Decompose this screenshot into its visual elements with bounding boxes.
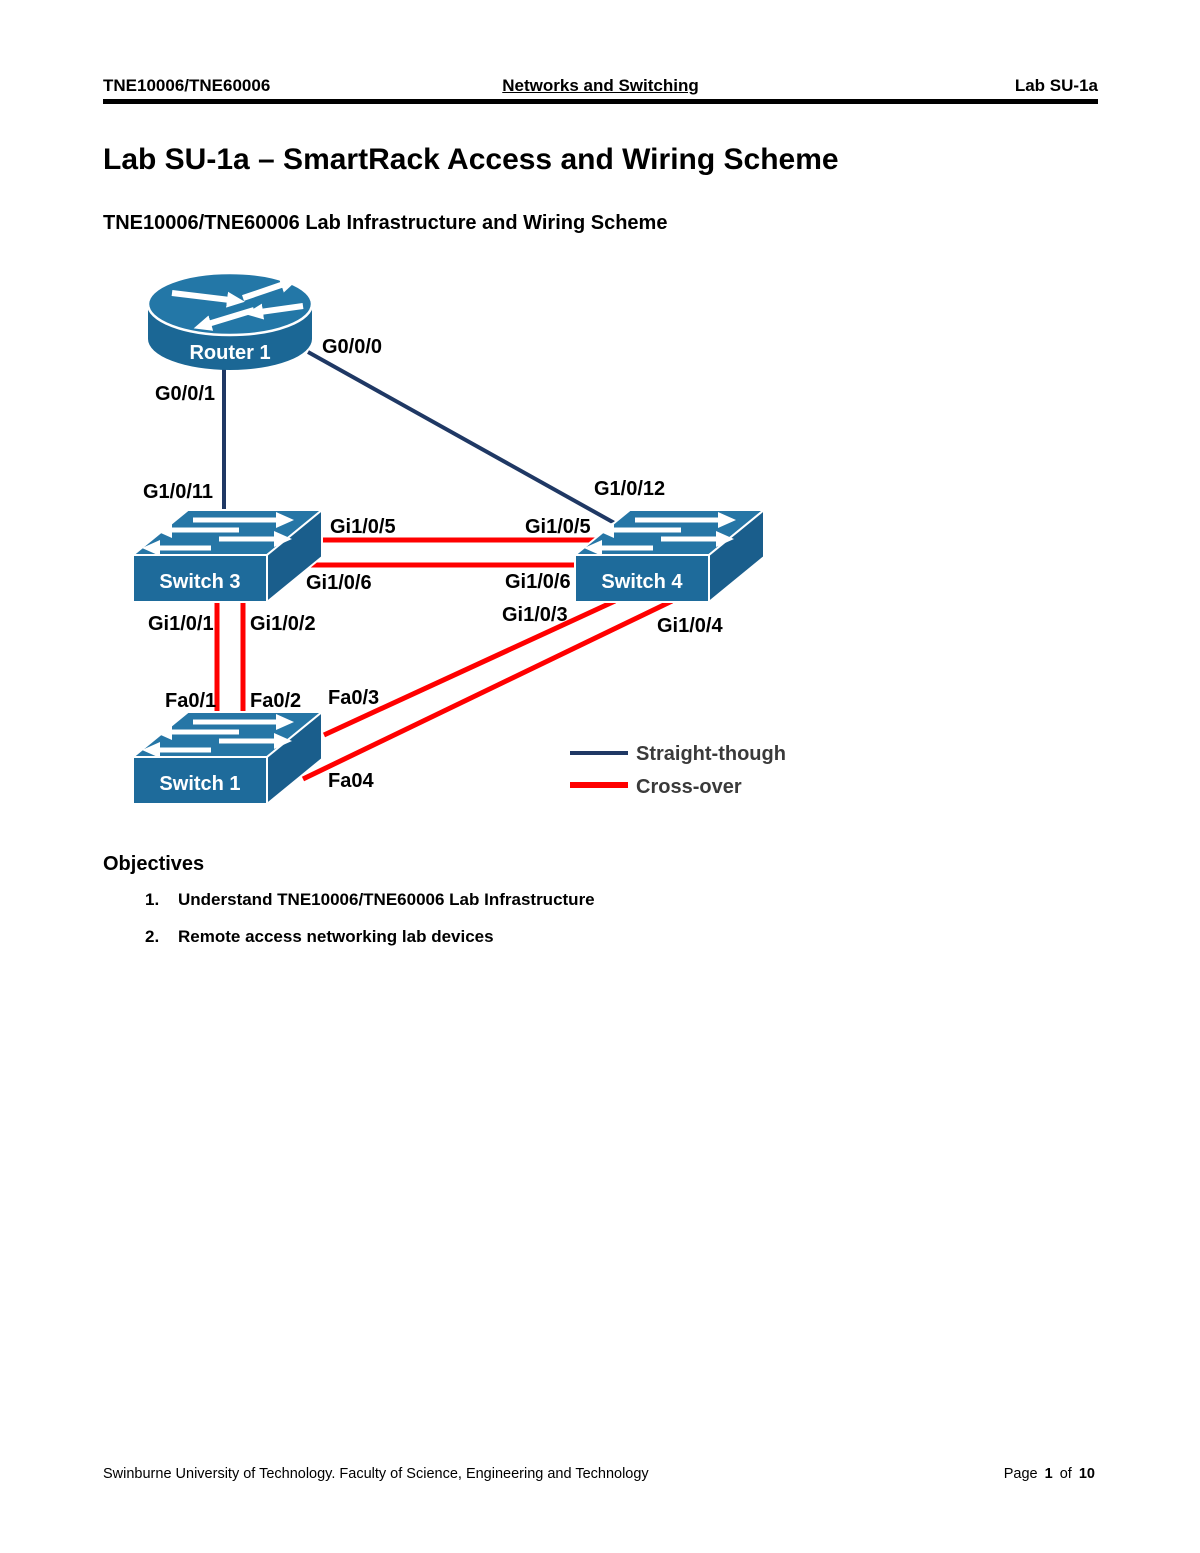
switch1-label: Switch 1 xyxy=(159,773,240,795)
link-switch1-switch4-fa04 xyxy=(301,598,674,782)
page-header: TNE10006/TNE60006 Networks and Switching… xyxy=(103,76,1098,96)
port-label-gi105-left: Gi1/0/5 xyxy=(330,516,396,538)
header-lab-id: Lab SU-1a xyxy=(1014,76,1098,95)
port-label-g1012: G1/0/12 xyxy=(594,478,665,500)
page-subtitle: TNE10006/TNE60006 Lab Infrastructure and… xyxy=(103,212,668,234)
objective-number: 1. xyxy=(145,890,160,909)
switch3-label: Switch 3 xyxy=(159,571,240,593)
objective-item-2: 2. Remote access networking lab devices xyxy=(103,927,1098,947)
footer-page-indicator: Page 1 of 10 xyxy=(1004,1466,1098,1482)
switch3-icon: Switch 3 xyxy=(133,510,322,602)
page-footer: Swinburne University of Technology. Facu… xyxy=(103,1466,1098,1482)
port-label-fa01: Fa0/1 xyxy=(165,690,216,712)
link-switch1-switch4-fa03 xyxy=(322,598,617,738)
objective-text: Understand TNE10006/TNE60006 Lab Infrast… xyxy=(178,890,595,909)
link-router1-switch4 xyxy=(307,350,619,527)
port-label-fa02: Fa0/2 xyxy=(250,690,301,712)
port-label-g000: G0/0/0 xyxy=(322,336,382,358)
port-label-gi103: Gi1/0/3 xyxy=(502,604,568,626)
legend-cross-over-label: Cross-over xyxy=(636,776,742,798)
straight-through-links xyxy=(222,350,619,527)
switch4-icon: Switch 4 xyxy=(575,510,764,602)
port-label-fa04: Fa04 xyxy=(328,770,374,792)
network-diagram: Router 1 Switch 3 Switch 4 Switch 1 G0/0… xyxy=(0,255,1200,855)
objective-number: 2. xyxy=(145,927,160,946)
diagram-legend: Straight-though Cross-over xyxy=(570,743,786,798)
footer-page-label: Page xyxy=(1003,1466,1038,1482)
switch1-icon: Switch 1 xyxy=(133,712,322,804)
footer-page-total: 10 xyxy=(1078,1466,1095,1482)
port-label-g001: G0/0/1 xyxy=(155,383,215,405)
footer-page-number: 1 xyxy=(1044,1466,1053,1482)
objective-text: Remote access networking lab devices xyxy=(178,927,494,946)
objectives-section: Objectives 1. Understand TNE10006/TNE600… xyxy=(103,853,1098,964)
port-label-gi106-right: Gi1/0/6 xyxy=(505,571,571,593)
port-label-gi106-left: Gi1/0/6 xyxy=(306,572,372,594)
footer-institution: Swinburne University of Technology. Facu… xyxy=(103,1466,649,1482)
port-label-gi105-right: Gi1/0/5 xyxy=(525,516,591,538)
router1-label: Router 1 xyxy=(189,342,270,364)
port-label-gi102: Gi1/0/2 xyxy=(250,613,316,635)
page-title: Lab SU-1a – SmartRack Access and Wiring … xyxy=(103,143,839,176)
port-label-gi104: Gi1/0/4 xyxy=(657,615,723,637)
switch4-label: Switch 4 xyxy=(601,571,683,593)
footer-of-label: of xyxy=(1059,1466,1072,1482)
port-label-gi101: Gi1/0/1 xyxy=(148,613,214,635)
network-diagram-svg: Router 1 Switch 3 Switch 4 Switch 1 G0/0… xyxy=(0,271,786,855)
legend-straight-through-label: Straight-though xyxy=(636,743,786,765)
port-label-g1011: G1/0/11 xyxy=(143,481,213,503)
header-course-code: TNE10006/TNE60006 xyxy=(103,76,271,95)
port-label-fa03: Fa0/3 xyxy=(328,687,379,709)
header-unit-name: Networks and Switching xyxy=(502,76,699,95)
router1-icon: Router 1 xyxy=(146,271,314,370)
objectives-heading: Objectives xyxy=(103,853,205,875)
port-labels: G0/0/0 G0/0/1 G1/0/11 G1/0/12 Gi1/0/5 Gi… xyxy=(143,336,723,792)
objective-item-1: 1. Understand TNE10006/TNE60006 Lab Infr… xyxy=(103,890,1098,910)
cross-over-links xyxy=(214,537,674,782)
header-rule xyxy=(103,99,1098,104)
